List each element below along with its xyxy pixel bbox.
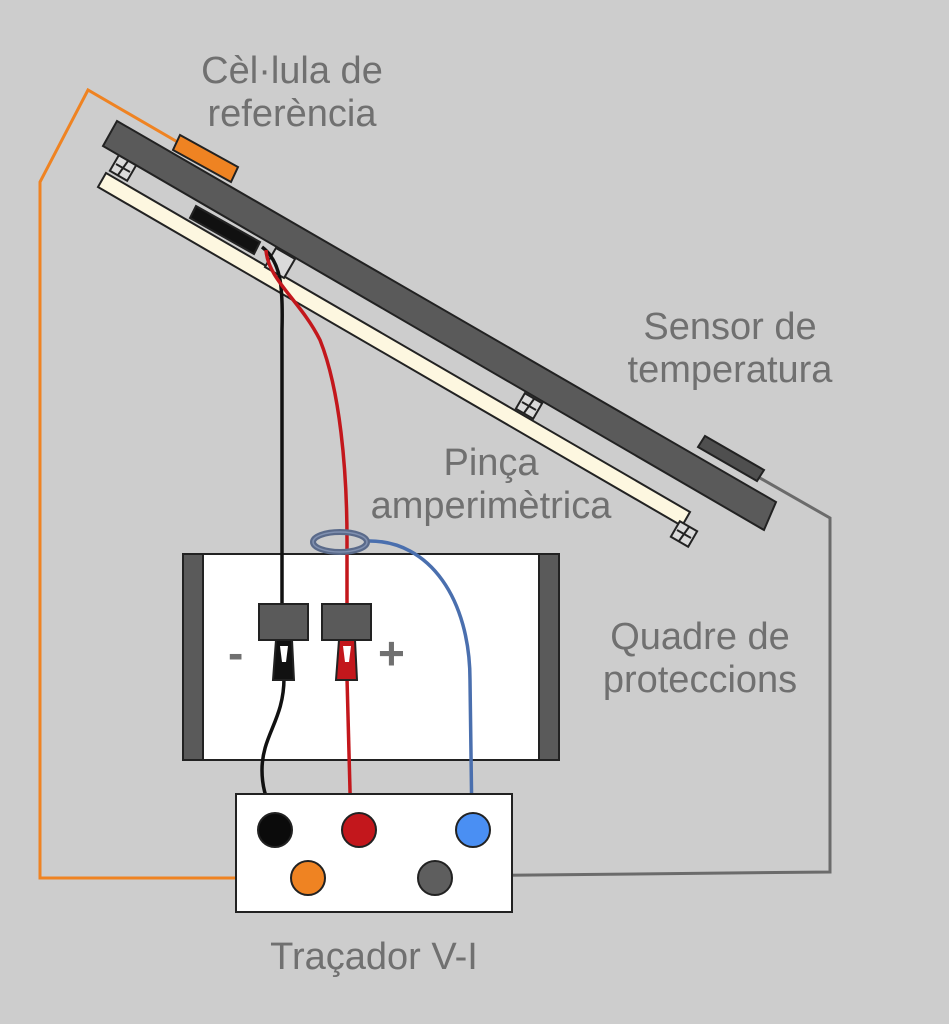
solar-panel	[101, 119, 778, 532]
protection-box-label-line2: proteccions	[602, 659, 798, 701]
positive-connector	[321, 603, 372, 681]
negative-connector	[258, 603, 309, 681]
reference-cell-cable	[38, 87, 292, 880]
junction-box	[188, 204, 262, 256]
terminal-gray	[417, 860, 453, 896]
protection-box-left-rail	[182, 553, 204, 761]
reference-cell-label-line1: Cèl·lula de	[201, 50, 383, 92]
temperature-sensor-cable	[433, 472, 832, 878]
positive-polarity-sign: +	[378, 627, 405, 679]
negative-wire-upper	[260, 245, 284, 606]
terminal-orange	[290, 860, 326, 896]
reference-cell-label: Cèl·lula de referència	[172, 50, 412, 136]
positive-wire-upper	[264, 249, 349, 606]
terminal-black	[257, 812, 293, 848]
temperature-sensor-device	[696, 434, 766, 483]
temperature-sensor-label-line1: Sensor de	[643, 306, 817, 348]
reference-cell-label-line2: referència	[207, 93, 377, 135]
current-clamp-label: Pinça amperimètrica	[346, 442, 636, 528]
terminal-red	[341, 812, 377, 848]
protection-box-label-line1: Quadre de	[610, 616, 790, 658]
protection-box	[182, 553, 560, 761]
mounting-bracket-middle	[514, 391, 544, 421]
iv-tracer-label: Traçador V-I	[270, 936, 478, 978]
negative-polarity-sign: -	[228, 627, 244, 679]
reference-cell-device	[171, 133, 240, 184]
temperature-sensor-label: Sensor de temperatura	[600, 306, 860, 392]
mounting-bracket-right	[669, 519, 699, 549]
protection-box-label: Quadre de proteccions	[578, 616, 822, 702]
protection-box-right-rail	[538, 553, 560, 761]
iv-tracer-device	[235, 793, 513, 913]
current-clamp-label-line1: Pinça	[443, 442, 539, 484]
clamp-wire	[367, 539, 474, 829]
current-clamp-label-line2: amperimètrica	[370, 485, 612, 527]
temperature-sensor-label-line2: temperatura	[627, 349, 833, 391]
terminal-blue	[455, 812, 491, 848]
